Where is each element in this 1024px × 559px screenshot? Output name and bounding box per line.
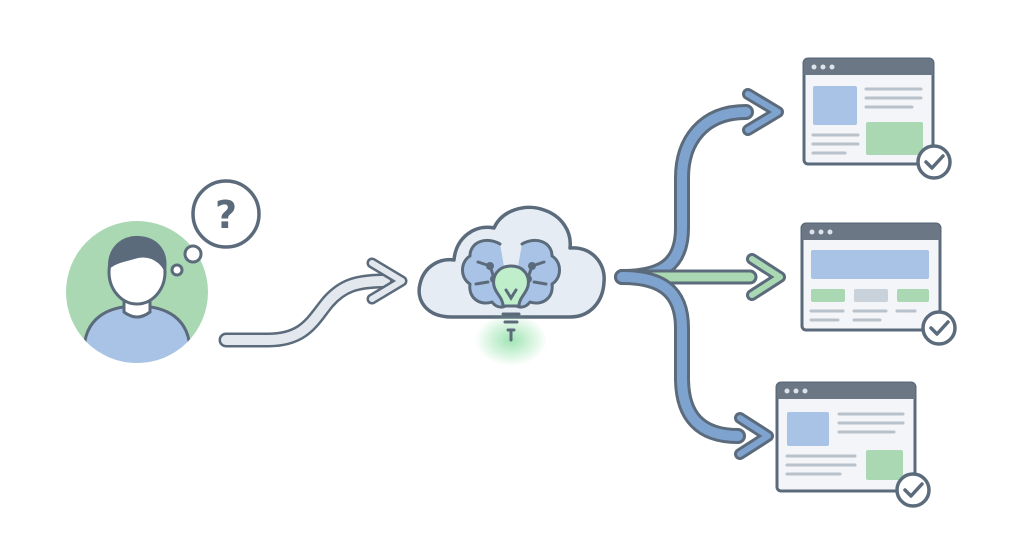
output-window-3 [775,381,931,508]
block-left [811,289,845,302]
text-lines [785,412,905,476]
checkmark-badge-icon [916,144,952,180]
cloud-icon [417,205,606,319]
output-window-1 [802,57,952,180]
block-center [854,289,888,302]
branch-arrows [614,88,786,460]
lightbulb-icon [492,264,530,342]
content-block [866,122,923,155]
banner-placeholder [811,250,929,279]
cloud-brain-lightbulb-icon [417,205,606,366]
block-right [897,289,929,302]
query-arrow [218,257,408,348]
checkmark-badge-icon [895,472,931,508]
user-avatar-icon [66,221,208,363]
image-placeholder [813,86,857,125]
output-window-2 [800,222,957,346]
text-lines [809,309,917,322]
content-block [866,450,903,480]
question-bubble-icon: ? [170,179,261,277]
checkmark-badge-icon [921,310,957,346]
image-placeholder [787,412,829,446]
text-lines [811,87,923,155]
question-mark: ? [215,193,237,237]
